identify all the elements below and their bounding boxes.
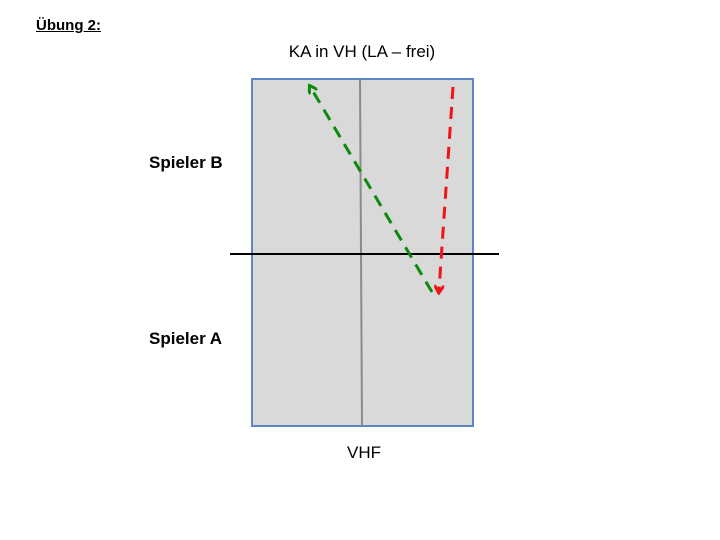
player-b-label: Spieler B bbox=[149, 153, 223, 172]
exercise-title: Übung 2: bbox=[36, 17, 101, 34]
player-a-label: Spieler A bbox=[149, 329, 223, 348]
center-line bbox=[359, 78, 363, 427]
diagram-title: KA in VH (LA – frei) bbox=[288, 42, 436, 61]
court-bottom-label: VHF bbox=[347, 443, 381, 462]
dashed-arrow-icon bbox=[439, 86, 455, 290]
